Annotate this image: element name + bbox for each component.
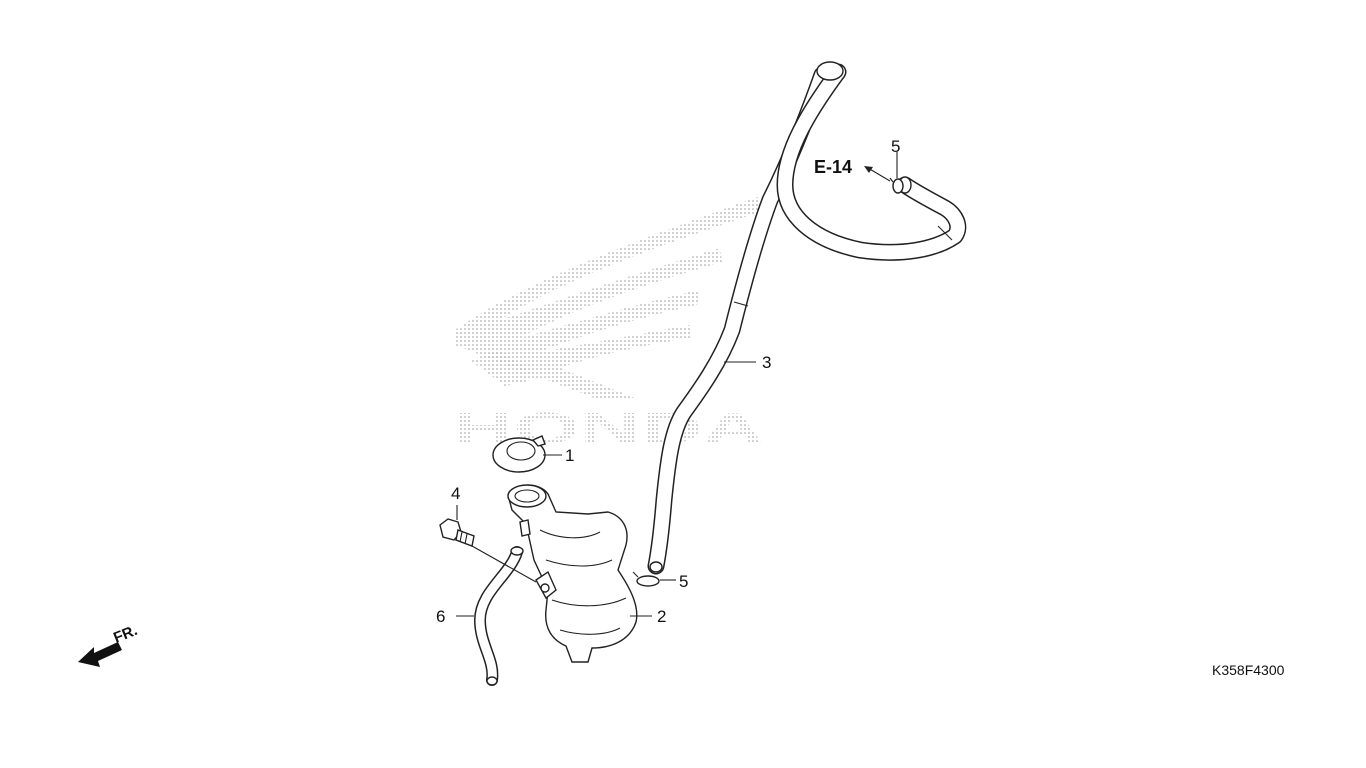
- callout-tank: 2: [657, 607, 666, 626]
- callout-clip-upper: 5: [891, 137, 900, 156]
- reservoir-tank: [507, 484, 638, 663]
- hose-clip-lower: [632, 571, 660, 587]
- arrow-left-icon: [78, 642, 122, 667]
- section-reference: E-14: [814, 157, 852, 177]
- flange-bolt: [439, 518, 475, 547]
- callout-long-hose: 3: [762, 353, 771, 372]
- diagram-code: K358F4300: [1212, 662, 1285, 678]
- callout-cap: 1: [565, 446, 574, 465]
- long-hose: [647, 61, 967, 575]
- hose-clip-upper: [889, 177, 904, 194]
- leader-lines: [456, 152, 898, 617]
- callout-clip-lower: 5: [679, 572, 688, 591]
- short-hose: [474, 546, 524, 686]
- callout-short-hose: 6: [436, 607, 445, 626]
- honda-wing-watermark: [455, 196, 760, 400]
- front-direction-arrow: FR.: [78, 622, 140, 667]
- front-label: FR.: [111, 622, 140, 647]
- callout-labels: 1 2 3 4 5 5 6: [436, 137, 900, 626]
- callout-bolt: 4: [451, 484, 460, 503]
- reservoir-cap: [492, 435, 546, 473]
